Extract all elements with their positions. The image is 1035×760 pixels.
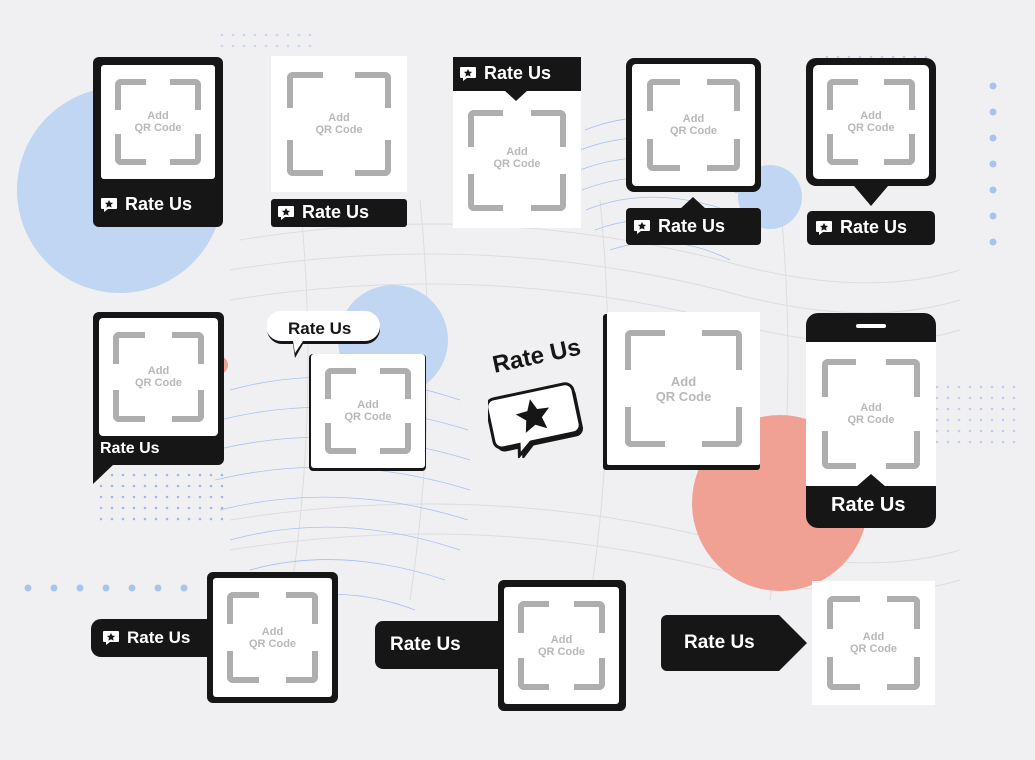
speech-bubble-star-icon bbox=[278, 205, 294, 220]
speech-bubble-star-icon bbox=[101, 197, 117, 212]
rate-us-label-4: Rate Us bbox=[633, 216, 725, 237]
speech-bubble-star-icon bbox=[460, 66, 476, 81]
phone-notch-icon bbox=[856, 324, 886, 328]
speech-bubble-star-icon bbox=[103, 631, 119, 645]
rate-us-label-12: Rate Us bbox=[390, 634, 461, 655]
star-icon bbox=[515, 399, 550, 433]
rate-us-label-1: Rate Us bbox=[100, 194, 192, 215]
pointer-3 bbox=[504, 90, 528, 101]
rate-us-label-5: Rate Us bbox=[815, 217, 907, 238]
speech-bubble-star-icon bbox=[634, 219, 650, 234]
rate-us-label-10: Rate Us bbox=[831, 494, 906, 516]
rate-us-label-11: Rate Us bbox=[102, 628, 190, 648]
pointer-10 bbox=[856, 474, 886, 487]
rate-us-label-2: Rate Us bbox=[277, 202, 369, 223]
speech-bubble-7 bbox=[267, 311, 380, 358]
arrow-tag-icon bbox=[661, 615, 807, 671]
rate-us-label-13: Rate Us bbox=[684, 632, 755, 653]
star-bubble-8 bbox=[488, 382, 583, 458]
speech-bubble-star-icon bbox=[816, 220, 832, 235]
rate-us-label-6: Rate Us bbox=[100, 440, 160, 457]
rate-us-label-3: Rate Us bbox=[459, 63, 551, 84]
pointer-4 bbox=[680, 197, 706, 209]
rate-us-label-7: Rate Us bbox=[288, 319, 352, 338]
